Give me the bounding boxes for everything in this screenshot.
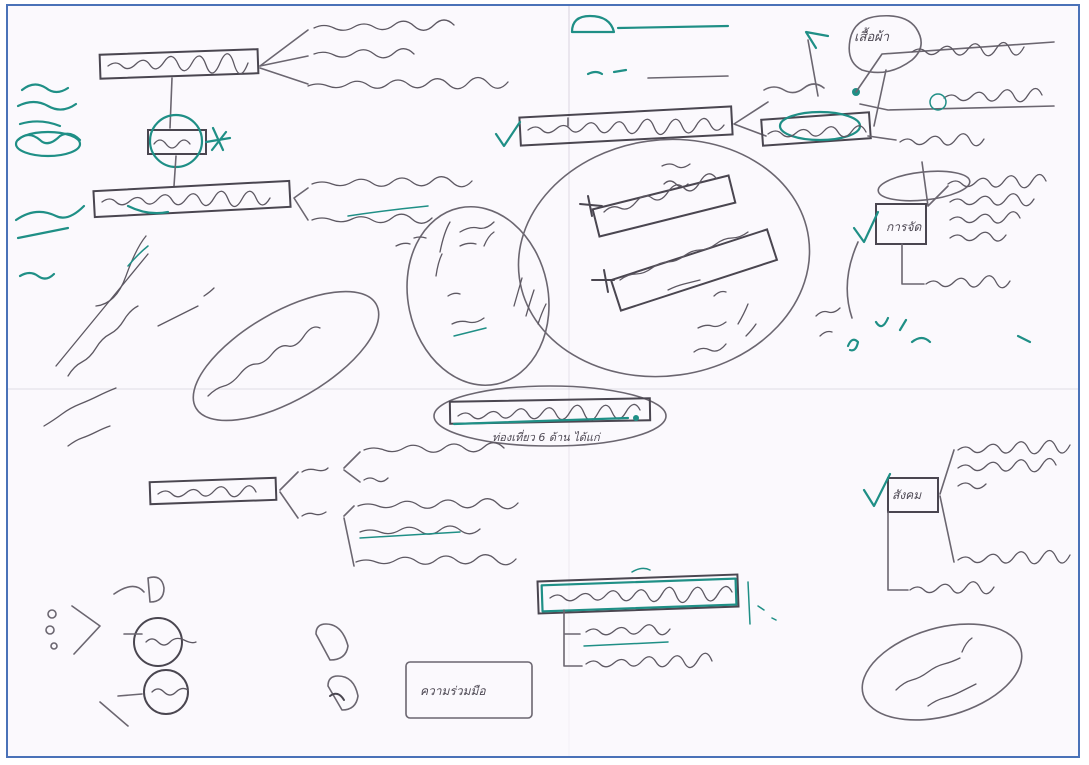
paper-fold-horizontal: [8, 388, 1078, 390]
family-box: [92, 176, 473, 224]
bottom-right-oval: [861, 623, 1023, 721]
top-left-box: [98, 48, 260, 80]
right-hub: [760, 41, 1055, 147]
bottom-center-box: [536, 567, 777, 669]
bottom-box-label: ความร่วมมือ: [420, 684, 486, 698]
right-social-box: [862, 439, 1071, 595]
star-icon: [204, 126, 232, 152]
small-box-left: [147, 77, 232, 187]
right-mid-notes: [815, 307, 1032, 352]
paper-fold-vertical: [568, 6, 570, 756]
left-diagonal-notes: [43, 235, 215, 447]
center-left-small-notes: [395, 117, 569, 247]
right-top-cloud: [804, 14, 922, 97]
bottom-left-doodles: [45, 576, 197, 727]
social-box-label: สังคม: [892, 488, 922, 502]
top-right-cloud-label: เสื้อผ้า: [854, 30, 890, 45]
bottom-center-shapes: [315, 623, 533, 719]
oval-left: [192, 290, 380, 422]
center-top-box: [494, 101, 769, 148]
inner-oval: [406, 205, 550, 387]
mind-map-drawing: [14, 14, 1071, 727]
left-teal-doodles: [14, 83, 86, 280]
sketch-page: เสื้อผ้า การจัด สังคม ท่องเที่ยว 6 ด้าน …: [6, 4, 1080, 758]
dot-icon: [633, 415, 639, 421]
top-left-branches: [259, 19, 509, 90]
check-mark-icon: [852, 210, 880, 244]
check-mark-icon: [494, 120, 522, 148]
arrangement-box-label: การจัด: [886, 220, 922, 234]
right-arrangement: [846, 161, 1047, 319]
center-lower-text: ท่องเที่ยว 6 ด้าน ได้แก่: [492, 431, 600, 444]
check-mark-icon: [862, 472, 892, 508]
center-top-doodle: [570, 14, 730, 79]
lower-left-box: [148, 442, 519, 567]
center-oval-box: [433, 385, 667, 447]
big-circle-center: [517, 138, 811, 378]
